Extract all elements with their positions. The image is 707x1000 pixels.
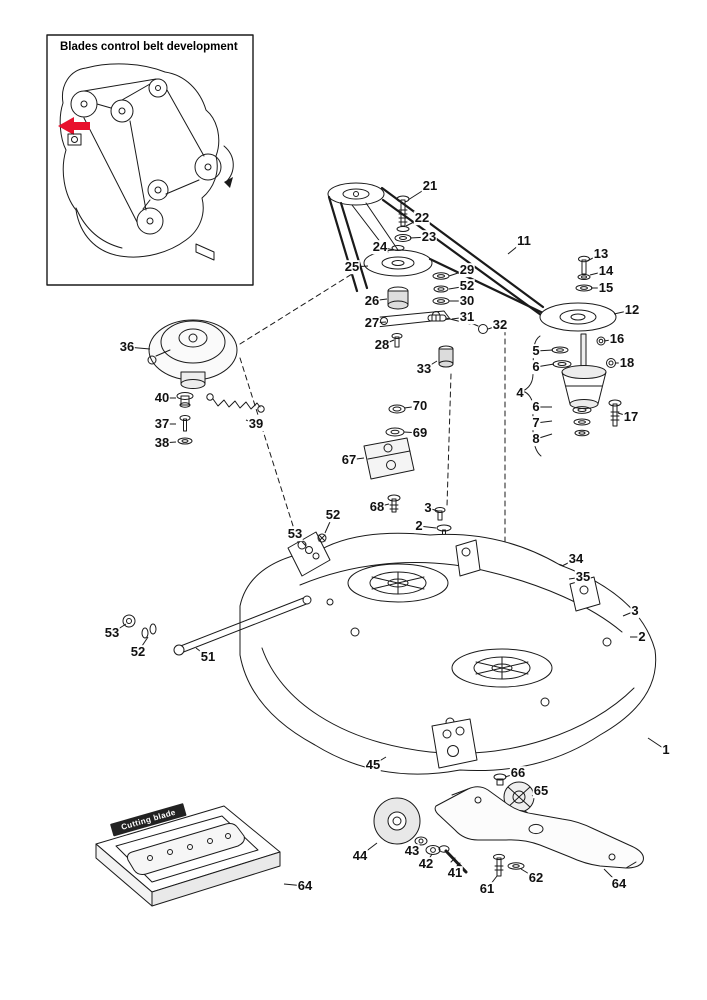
belt-art <box>327 186 545 317</box>
clutch-assembly-art <box>147 319 238 445</box>
inset-belt-diagram <box>46 34 254 286</box>
tension-spring-art <box>206 393 265 413</box>
blade-box-art <box>95 805 281 907</box>
red-arrow-icon <box>58 117 90 135</box>
construction-lines <box>239 273 506 557</box>
spindle-assembly-art <box>522 333 622 457</box>
deck-shell-art <box>239 531 657 775</box>
blade-art <box>434 786 644 869</box>
right-pulley-art <box>539 255 617 332</box>
idler-pulleys-art <box>327 182 488 368</box>
lift-rod-art <box>122 595 312 656</box>
bracket-67-art <box>363 404 415 513</box>
inset-title: Blades control belt development <box>60 41 238 53</box>
